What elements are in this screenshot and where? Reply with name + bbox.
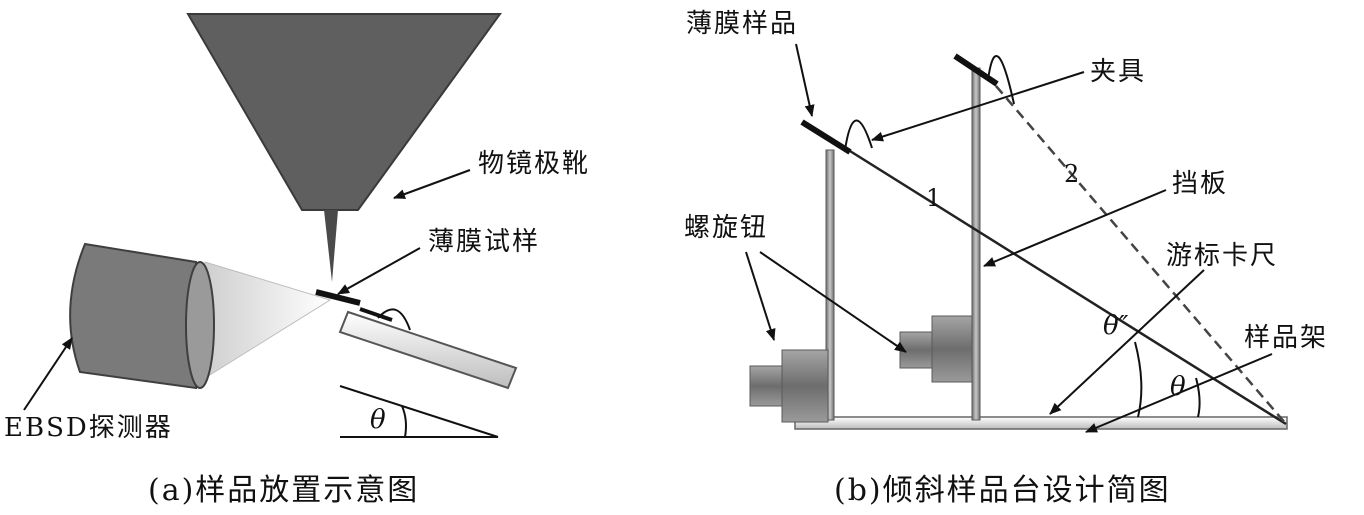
thin-film-sample-a: [315, 289, 361, 306]
holder-label: 样品架: [1244, 323, 1328, 353]
post-left: [825, 149, 835, 421]
electron-beam-needle: [324, 210, 338, 282]
clamp-label: 夹具: [1090, 57, 1146, 87]
knob-right-body: [931, 315, 973, 383]
tilt-line-1: [825, 134, 1287, 426]
clamp-loop-b-2: [987, 55, 1015, 105]
holder-arrow: [1085, 353, 1273, 433]
caption-a: (a)样品放置示意图: [148, 473, 419, 508]
objective-label: 物镜极靴: [478, 149, 590, 179]
clamp-loop-a: [377, 308, 411, 331]
clamp-mark-a: [359, 307, 393, 322]
clamp-loop-b-1: [844, 119, 873, 151]
film-sample-b-1: [800, 119, 852, 155]
film-sample-label-a: 薄膜试样: [428, 227, 540, 257]
ebsd-detector-body: [69, 242, 197, 390]
detector-label: EBSD探测器: [4, 413, 173, 443]
angle-label-theta-double: θ″: [1103, 311, 1129, 341]
detector-arrow: [23, 337, 73, 411]
film-sample-arrow-a: [337, 247, 421, 295]
film-sample-label-b: 薄膜样品: [686, 9, 798, 39]
knob-left-body: [781, 349, 829, 423]
panel-b: θ″ θ 1 2 薄膜样品 夹具 挡板 螺旋钮 游标卡尺 样品架 (b)倾斜样品…: [684, 9, 1328, 508]
caliper-arrow: [1049, 269, 1205, 415]
knob-left-cap: [749, 365, 785, 407]
objective-pole-piece: [186, 13, 502, 211]
baffle-arrow: [983, 189, 1167, 267]
angle-label-theta: θ: [1170, 372, 1186, 402]
tilt-angle-arc: [401, 405, 407, 438]
caption-b: (b)倾斜样品台设计简图: [834, 473, 1171, 508]
tilt-triangle-hyp: [339, 385, 499, 438]
knob-right-cap: [899, 331, 935, 369]
knob-arrow-right: [759, 251, 907, 353]
detector-signal-cone: [204, 261, 332, 379]
line-number-1: 1: [926, 184, 941, 212]
objective-arrow: [393, 169, 471, 199]
panel-a: θ 物镜极靴 薄膜试样 EBSD探测器 (a)样品放置示意图: [4, 13, 590, 508]
line-number-2: 2: [1064, 160, 1079, 188]
ebsd-detector-face: [185, 261, 215, 389]
knob-label: 螺旋钮: [684, 213, 768, 243]
angle-arc-theta-double: [1134, 341, 1143, 418]
film-sample-b-2: [953, 53, 999, 87]
film-sample-arrow-b: [795, 43, 815, 117]
caliper-label: 游标卡尺: [1166, 241, 1278, 271]
sample-holder-bar-a: [338, 310, 518, 390]
knob-arrow-left: [745, 251, 776, 341]
baffle-label: 挡板: [1172, 169, 1228, 199]
angle-arc-theta: [1195, 377, 1201, 418]
clamp-arrow: [871, 71, 1085, 142]
tilt-angle-label-a: θ: [370, 405, 386, 435]
post-right: [971, 67, 981, 421]
base-plate: [794, 416, 1288, 430]
